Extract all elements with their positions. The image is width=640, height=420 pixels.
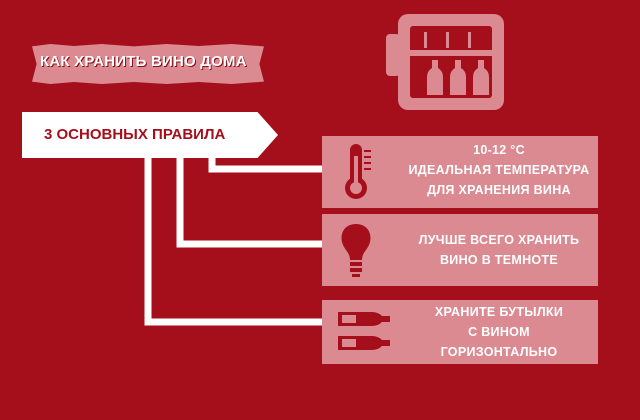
page-title: КАК ХРАНИТЬ ВИНО ДОМА	[40, 53, 247, 70]
rule-1-line-3: ДЛЯ ХРАНЕНИЯ ВИНА	[427, 183, 571, 197]
rule-2-line-2: ВИНО В ТЕМНОТЕ	[439, 253, 559, 267]
rule-1-line-2: ИДЕАЛЬНАЯ ТЕМПЕРАТУРА	[408, 163, 590, 177]
rule-3-line-2: С ВИНОМ	[468, 325, 530, 339]
rule-box-darkness: ЛУЧШЕ ВСЕГО ХРАНИТЬ ВИНО В ТЕМНОТЕ	[322, 214, 598, 286]
title-banner	[32, 44, 264, 84]
rule-box-temperature: 10-12 °C ИДЕАЛЬНАЯ ТЕМПЕРАТУРА ДЛЯ ХРАНЕ…	[322, 136, 598, 208]
rule-3-line-3: ГОРИЗОНТАЛЬНО	[440, 345, 558, 359]
subtitle: 3 ОСНОВНЫХ ПРАВИЛА	[44, 126, 226, 143]
rule-3-line-1: ХРАНИТЕ БУТЫЛКИ	[434, 305, 564, 319]
bottles-icon	[338, 312, 390, 350]
rule-box-horizontal: ХРАНИТЕ БУТЫЛКИ С ВИНОМ ГОРИЗОНТАЛЬНО	[322, 300, 598, 364]
rule-1-line-1: 10-12 °C	[473, 143, 525, 157]
thermometer-icon	[345, 144, 371, 199]
subtitle-arrow	[22, 112, 278, 158]
wine-fridge-icon	[386, 14, 504, 110]
light-bulb-icon	[341, 224, 371, 277]
rule-2-line-1: ЛУЧШЕ ВСЕГО ХРАНИТЬ	[418, 233, 580, 247]
